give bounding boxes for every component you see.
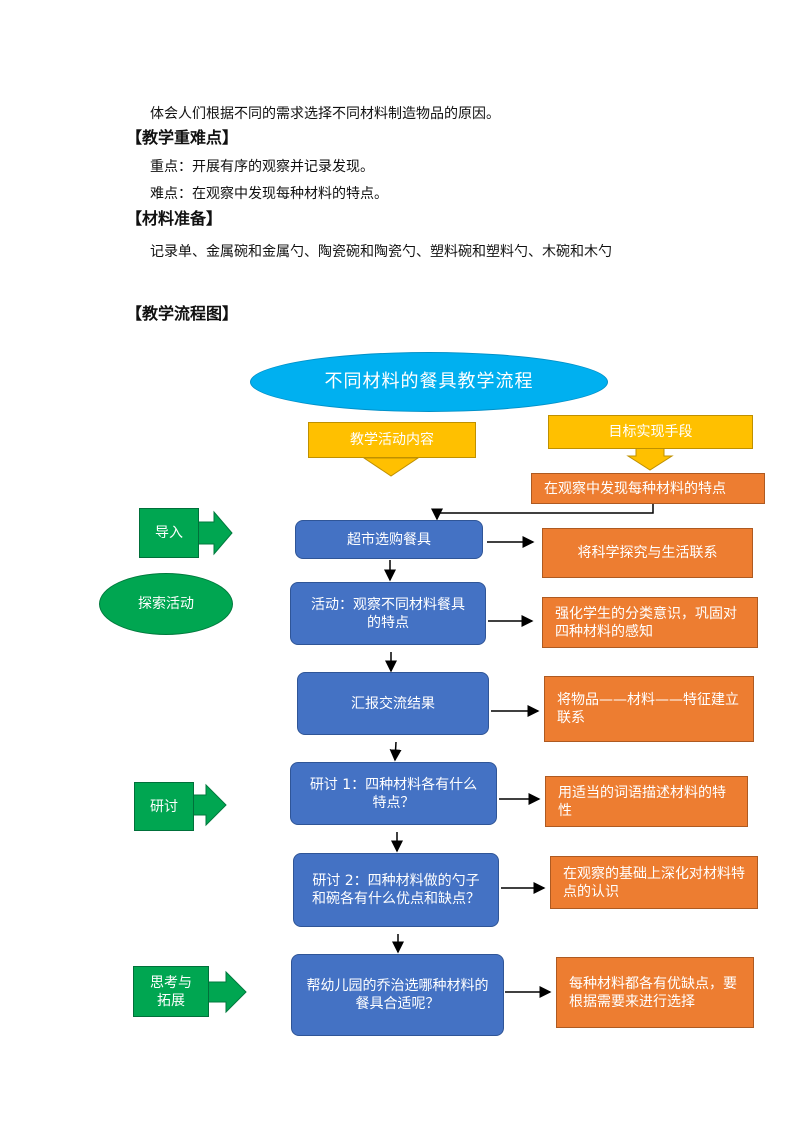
content-down-arrow-icon <box>362 457 420 477</box>
means-box-4: 用适当的词语描述材料的特性 <box>545 776 748 827</box>
means-box-5: 在观察的基础上深化对材料特点的认识 <box>550 856 758 909</box>
flowchart-title: 不同材料的餐具教学流程 <box>250 352 608 412</box>
means-box-3: 将物品——材料——特征建立联系 <box>544 676 754 742</box>
means-down-arrow-icon <box>626 447 674 471</box>
stage-intro: 导入 <box>139 508 199 558</box>
materials-text: 记录单、金属碗和金属勺、陶瓷碗和陶瓷勺、塑料碗和塑料勺、木碗和木勺 <box>150 244 612 260</box>
stage-discuss: 研讨 <box>134 782 194 831</box>
activity-choose: 帮幼儿园的乔治选哪种材料的餐具合适呢？ <box>291 954 504 1036</box>
stage-extend: 思考与 拓展 <box>133 966 209 1017</box>
activity-report: 汇报交流结果 <box>297 672 489 735</box>
activity-observe: 活动：观察不同材料餐具的特点 <box>290 582 486 645</box>
means-box-6: 每种材料都各有优缺点，要根据需要来进行选择 <box>556 957 754 1028</box>
activity-discuss-1: 研讨 1：四种材料各有什么特点？ <box>290 762 497 825</box>
stage-extend-line2: 拓展 <box>157 992 185 1009</box>
goal-box: 在观察中发现每种材料的特点 <box>531 473 765 504</box>
stage-discuss-label: 研讨 <box>134 782 194 831</box>
heading-materials: 【材料准备】 <box>126 209 223 228</box>
arrow-a3-a4 <box>389 741 402 762</box>
heading-key-points: 【教学重难点】 <box>126 128 239 147</box>
discuss-arrow-icon <box>190 783 227 827</box>
means-box-2: 强化学生的分类意识，巩固对四种材料的感知 <box>542 597 758 648</box>
activity-discuss-2: 研讨 2：四种材料做的勺子和碗各有什么优点和缺点？ <box>293 853 499 927</box>
objective-text: 体会人们根据不同的需求选择不同材料制造物品的原因。 <box>150 106 500 122</box>
column-header-means: 目标实现手段 <box>548 415 753 449</box>
heading-flowchart: 【教学流程图】 <box>126 304 239 323</box>
difficult-point-text: 难点：在观察中发现每种材料的特点。 <box>150 186 388 202</box>
stage-extend-line1: 思考与 <box>150 974 192 991</box>
means-box-1: 将科学探究与生活联系 <box>542 528 753 578</box>
column-header-content: 教学活动内容 <box>308 422 476 458</box>
activity-supermarket: 超市选购餐具 <box>295 520 483 559</box>
stage-explore: 探索活动 <box>99 573 233 635</box>
key-point-text: 重点：开展有序的观察并记录发现。 <box>150 159 374 175</box>
stage-intro-label: 导入 <box>139 508 199 558</box>
intro-arrow-icon <box>197 510 233 556</box>
goal-to-activity-arrow <box>431 504 654 521</box>
extend-arrow-icon <box>207 970 247 1014</box>
